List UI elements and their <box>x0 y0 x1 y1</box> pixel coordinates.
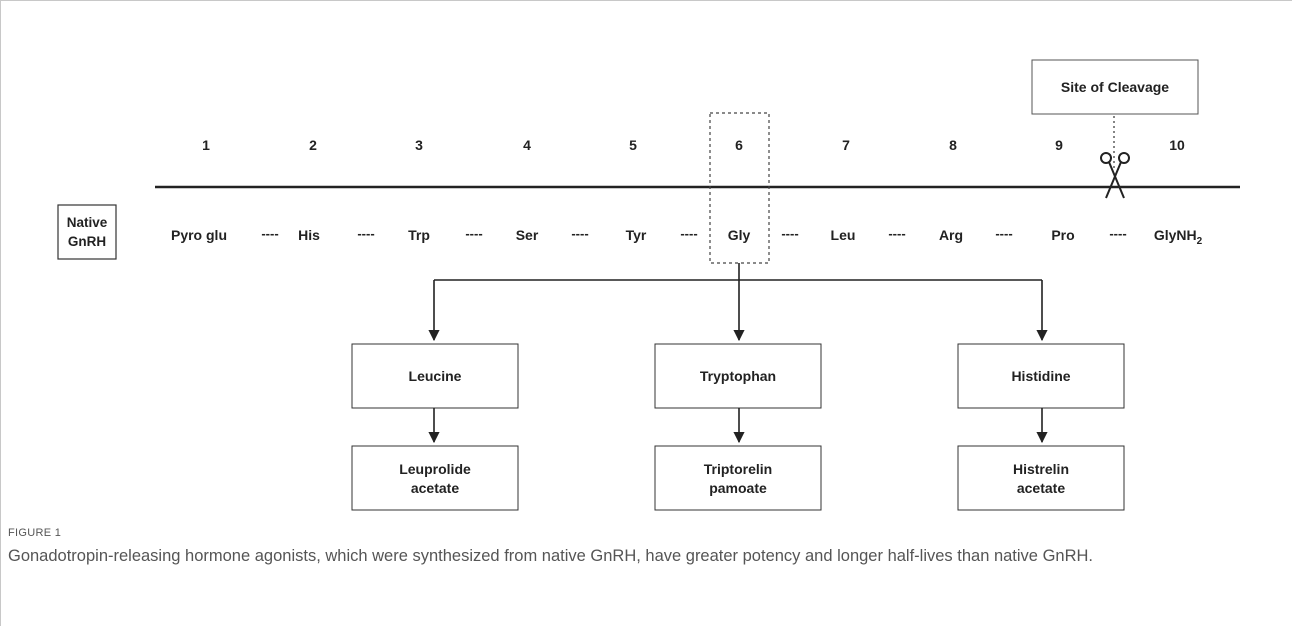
amino-acid-label: Leucine <box>409 368 462 384</box>
residue-8: Arg <box>939 227 963 243</box>
position-number-1: 1 <box>202 137 210 153</box>
residue-3: Trp <box>408 227 430 243</box>
gly-highlight-box <box>709 112 770 264</box>
scissors-icon <box>1100 152 1130 199</box>
peptide-bond-dash: ---- <box>995 226 1012 241</box>
gnrh-diagram: Native GnRH Site of Cleavage 1 2 3 4 5 6 7 8 9 10… <box>57 59 1240 511</box>
residue-9: Pro <box>1051 227 1074 243</box>
position-numbers: 1 2 3 4 5 6 7 8 9 10 <box>202 137 1185 153</box>
residue-1: Pyro glu <box>171 227 227 243</box>
residue-10: GlyNH2 <box>1154 227 1203 247</box>
amino-acid-label: Tryptophan <box>700 368 776 384</box>
position-number-5: 5 <box>629 137 637 153</box>
branch-connectors <box>428 263 1048 342</box>
position-number-2: 2 <box>309 137 317 153</box>
position-number-6: 6 <box>735 137 743 153</box>
cleavage-site-box: Site of Cleavage <box>1031 59 1199 115</box>
drug-label-line1: Triptorelin <box>704 461 772 477</box>
residue-4: Ser <box>516 227 539 243</box>
substitution-tryptophan: Tryptophan Triptorelin pamoate <box>654 343 822 511</box>
figure-caption: Gonadotropin-releasing hormone agonists,… <box>8 547 1093 565</box>
peptide-bond-dash: ---- <box>571 226 588 241</box>
peptide-bond-dash: ---- <box>781 226 798 241</box>
drug-label-line1: Histrelin <box>1013 461 1069 477</box>
residue-5: Tyr <box>626 227 647 243</box>
cleavage-site-label: Site of Cleavage <box>1061 79 1169 95</box>
position-number-9: 9 <box>1055 137 1063 153</box>
residue-2: His <box>298 227 320 243</box>
peptide-bond-dash: ---- <box>1109 226 1126 241</box>
peptide-bond-dash: ---- <box>357 226 374 241</box>
peptide-bond-dash: ---- <box>465 226 482 241</box>
substitution-histidine: Histidine Histrelin acetate <box>957 343 1125 511</box>
position-number-8: 8 <box>949 137 957 153</box>
position-number-7: 7 <box>842 137 850 153</box>
residue-7: Leu <box>831 227 856 243</box>
residue-6: Gly <box>728 227 751 243</box>
peptide-bond-dash: ---- <box>261 226 278 241</box>
position-number-10: 10 <box>1169 137 1185 153</box>
drug-label-line2: pamoate <box>709 480 767 496</box>
native-gnrh-label-2: GnRH <box>68 234 106 249</box>
position-number-4: 4 <box>523 137 531 153</box>
native-gnrh-label-1: Native <box>67 215 108 230</box>
position-number-3: 3 <box>415 137 423 153</box>
drug-label-line2: acetate <box>411 480 459 496</box>
peptide-bond-dash: ---- <box>888 226 905 241</box>
peptide-bond-dash: ---- <box>680 226 697 241</box>
figure-label: FIGURE 1 <box>8 527 62 539</box>
amino-acid-label: Histidine <box>1011 368 1070 384</box>
substitution-leucine: Leucine Leuprolide acetate <box>351 343 519 511</box>
drug-label-line2: acetate <box>1017 480 1065 496</box>
drug-label-line1: Leuprolide <box>399 461 471 477</box>
native-gnrh-box: Native GnRH <box>57 204 117 260</box>
residue-sequence: Pyro glu His Trp Ser Tyr Gly Leu Arg Pro GlyNH2 --… <box>171 226 1203 247</box>
